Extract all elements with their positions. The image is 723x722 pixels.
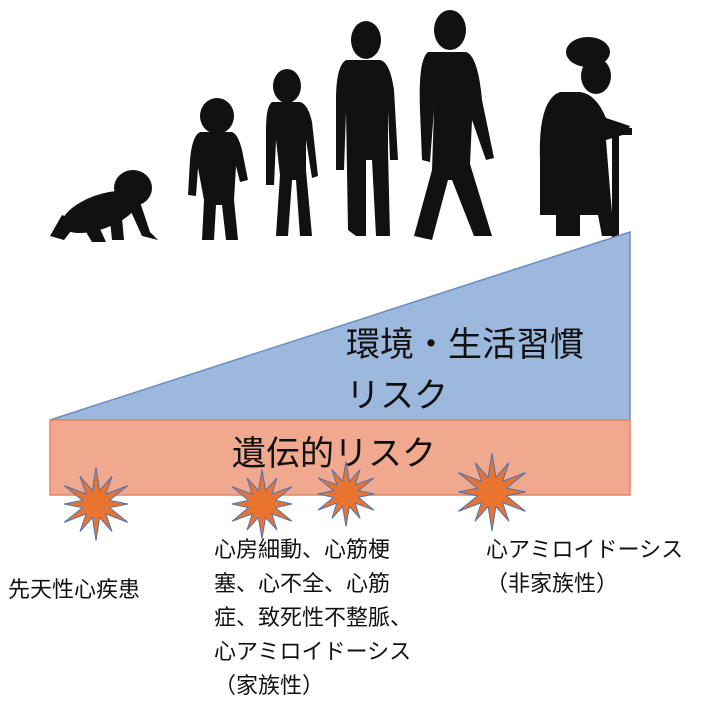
environment-risk-label-line1: 環境・生活習慣	[346, 325, 584, 365]
genetic-risk-label: 遺伝的リスク	[232, 434, 436, 474]
disease-label-congenital: 先天性心疾患	[8, 578, 141, 603]
event-bursts	[63, 453, 527, 541]
adult-man-icon	[336, 21, 398, 236]
burst-icon	[231, 469, 293, 539]
burst-icon	[317, 461, 375, 527]
burst-icon	[457, 453, 527, 531]
disease-label-adult-line: 症、致死性不整脈、	[214, 606, 413, 631]
disease-label-adult: 心房細動、心筋梗 塞、心不全、心筋 症、致死性不整脈、 心アミロイドーシス （家…	[214, 534, 412, 704]
disease-label-adult-line: 心アミロイドーシス	[214, 640, 412, 665]
disease-label-adult-line: 塞、心不全、心筋	[214, 572, 391, 597]
life-stage-silhouettes	[50, 10, 632, 242]
disease-label-adult-line: （家族性）	[214, 674, 325, 699]
crawling-baby-icon	[50, 170, 158, 242]
child-icon	[266, 69, 318, 236]
toddler-icon	[188, 98, 248, 240]
disease-label-amyloidosis-line: （非家族性）	[486, 572, 619, 597]
elderly-man-with-cane-icon	[539, 37, 632, 240]
disease-label-adult-line: 心房細動、心筋梗	[214, 538, 391, 563]
environment-risk-label-line2: リスク	[346, 376, 448, 416]
burst-icon	[63, 467, 129, 541]
walking-man-icon	[414, 10, 494, 240]
disease-label-amyloidosis: 心アミロイドーシス （非家族性）	[486, 534, 683, 602]
disease-label-amyloidosis-line: 心アミロイドーシス	[486, 538, 684, 563]
